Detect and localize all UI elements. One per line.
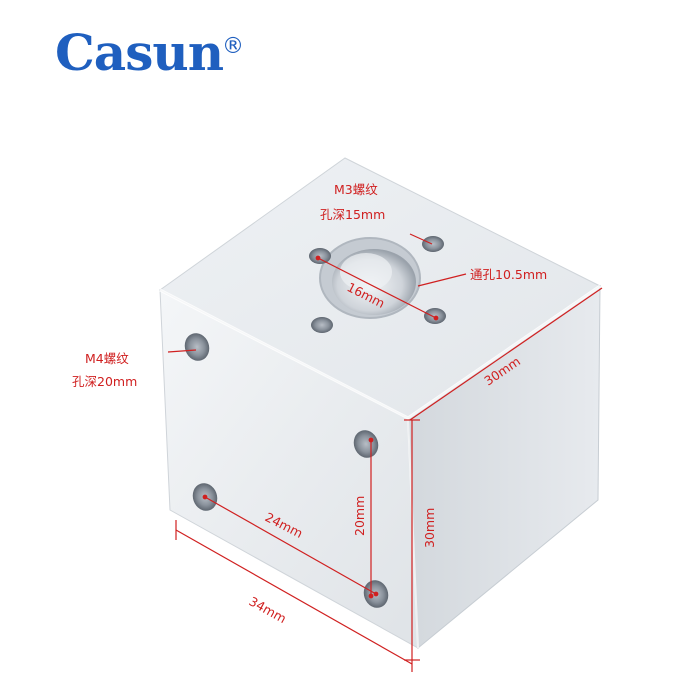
label-30mm-height: 30mm xyxy=(422,508,437,548)
brand-logo: Casun xyxy=(55,23,224,82)
m3-hole-right xyxy=(422,236,444,252)
m3-hole-left xyxy=(311,317,333,333)
label-m4-depth: 孔深20mm xyxy=(72,374,137,389)
label-34mm: 34mm xyxy=(247,594,289,627)
label-m3-depth: 孔深15mm xyxy=(320,207,385,222)
front-face-holes xyxy=(184,333,389,608)
registered-mark: ® xyxy=(222,34,244,59)
dimension-lines xyxy=(167,233,603,672)
label-m3-thread: M3螺纹 xyxy=(334,182,378,197)
label-20mm: 20mm xyxy=(352,496,367,536)
top-face-holes xyxy=(309,236,446,333)
label-through-hole: 通孔10.5mm xyxy=(470,267,547,282)
label-m4-thread: M4螺纹 xyxy=(85,351,129,366)
m4-hole-upper-left xyxy=(184,333,210,361)
m4-hole-upper-right xyxy=(353,430,379,458)
m3-hole-top xyxy=(309,248,331,264)
aluminium-block xyxy=(159,157,601,650)
